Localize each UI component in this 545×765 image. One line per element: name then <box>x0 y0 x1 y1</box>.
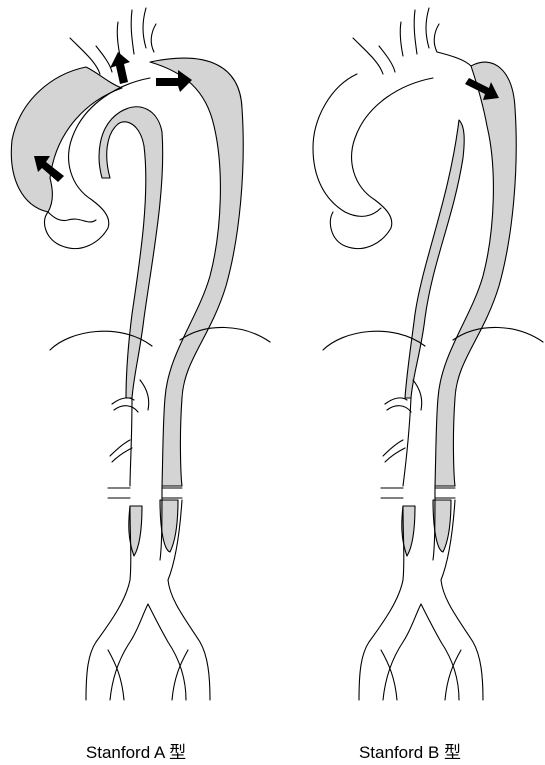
iliac-internal-branches <box>108 650 188 700</box>
celiac-branches <box>385 380 422 412</box>
diaphragm-curve <box>323 327 543 350</box>
arch-outer-outline <box>437 52 471 66</box>
supra-aortic-branch-right <box>143 8 156 52</box>
supra-aortic-branch-middle <box>117 10 134 56</box>
ascending-aorta-outline <box>313 74 433 249</box>
aortic-valve-outline <box>48 212 96 222</box>
caption-stanford-a: Stanford A 型 <box>36 738 236 763</box>
false-lumen-inner-wall <box>99 107 163 398</box>
supra-aortic-branch-right <box>426 8 439 52</box>
false-lumen-abdominal <box>433 500 451 552</box>
mesenteric-branches <box>381 488 455 498</box>
aorta-diagram-stanford-b <box>273 0 545 765</box>
aorta-diagram-stanford-a <box>0 0 272 765</box>
caption-stanford-b: Stanford B 型 <box>310 738 510 763</box>
iliac-internal-branches <box>381 650 461 700</box>
renal-branches <box>110 440 132 462</box>
iliac-bifurcation <box>359 580 483 700</box>
renal-branches <box>383 440 405 462</box>
supra-aortic-branch-left <box>70 38 112 74</box>
false-lumen-descending <box>150 58 243 486</box>
false-lumen-abdominal <box>160 500 178 552</box>
false-lumen-descending <box>435 62 516 486</box>
iliac-bifurcation <box>86 580 210 700</box>
diaphragm-curve <box>50 327 270 350</box>
supra-aortic-branch-middle <box>400 10 417 56</box>
tear-arrow-icon-up <box>110 52 130 84</box>
mesenteric-branches <box>108 488 182 498</box>
supra-aortic-branch-left <box>353 38 395 74</box>
